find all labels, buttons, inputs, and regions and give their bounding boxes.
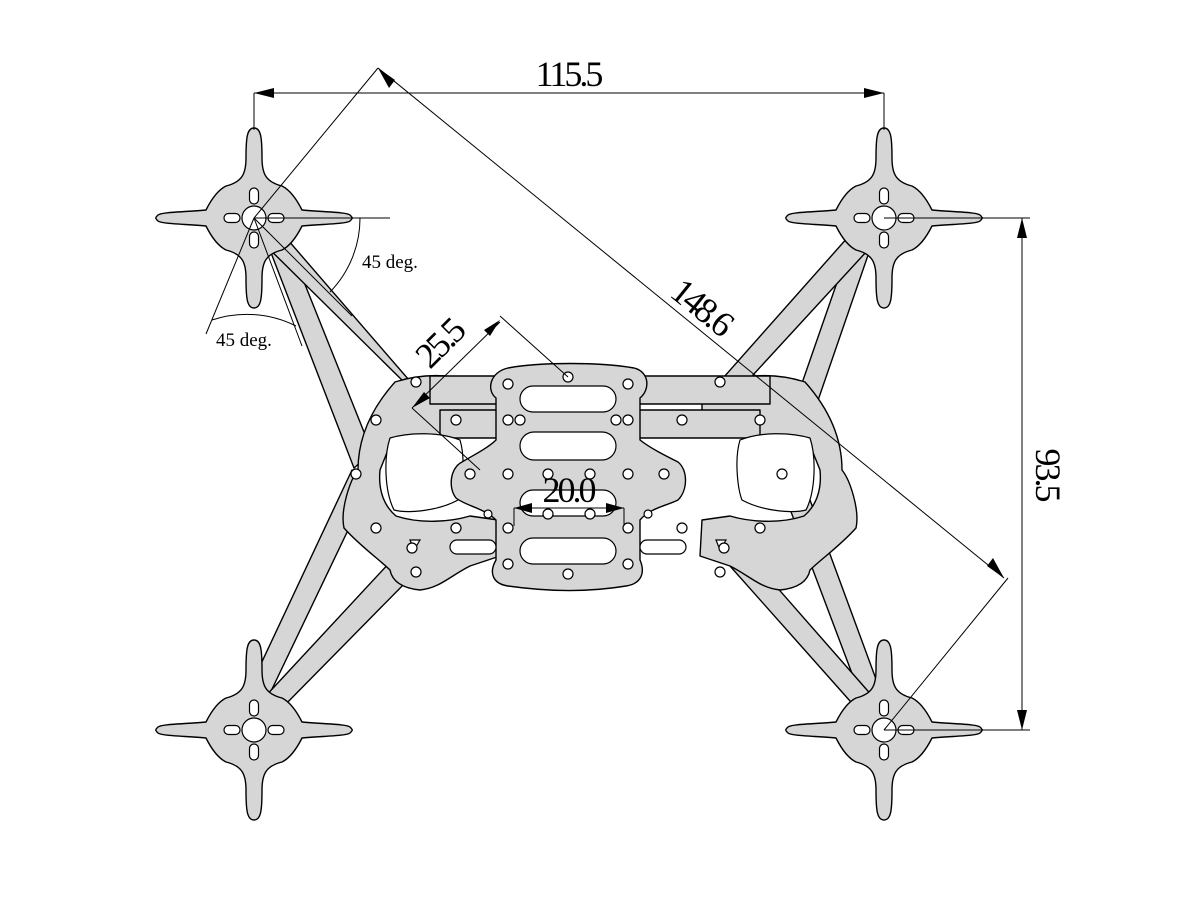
angle-upper-label: 45 deg. [362, 252, 418, 273]
dimension-width-label: 115.5 [536, 54, 603, 94]
angle-annotation-upper: 45 deg. [253, 217, 418, 317]
mounting-holes [350, 371, 788, 580]
angle-annotation-lower: 45 deg. [205, 217, 303, 351]
dimension-spacing-label: 20.0 [543, 470, 596, 510]
dimension-offset-label: 25.5 [407, 310, 473, 376]
dimension-annotations: 115.5 93.5 148.6 25.5 [205, 54, 1068, 731]
frame-body [155, 127, 983, 821]
dimension-diagonal-label: 148.6 [663, 270, 741, 344]
dimension-mount-spacing: 20.0 [513, 470, 625, 526]
dimension-height-label: 93.5 [1028, 449, 1068, 502]
dimension-width-top: 115.5 [253, 54, 885, 130]
angle-lower-label: 45 deg. [216, 330, 272, 351]
dimension-height-right: 93.5 [884, 217, 1068, 731]
